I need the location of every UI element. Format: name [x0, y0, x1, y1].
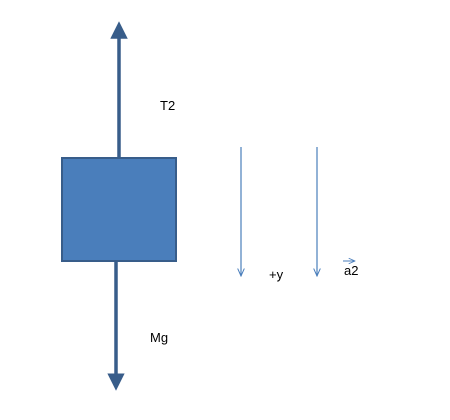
positive-y-label: +y	[269, 267, 284, 282]
acceleration-label: a2	[344, 263, 358, 278]
tension-label: T2	[160, 98, 175, 113]
mass-block	[61, 157, 177, 262]
weight-label: Mg	[150, 330, 168, 345]
